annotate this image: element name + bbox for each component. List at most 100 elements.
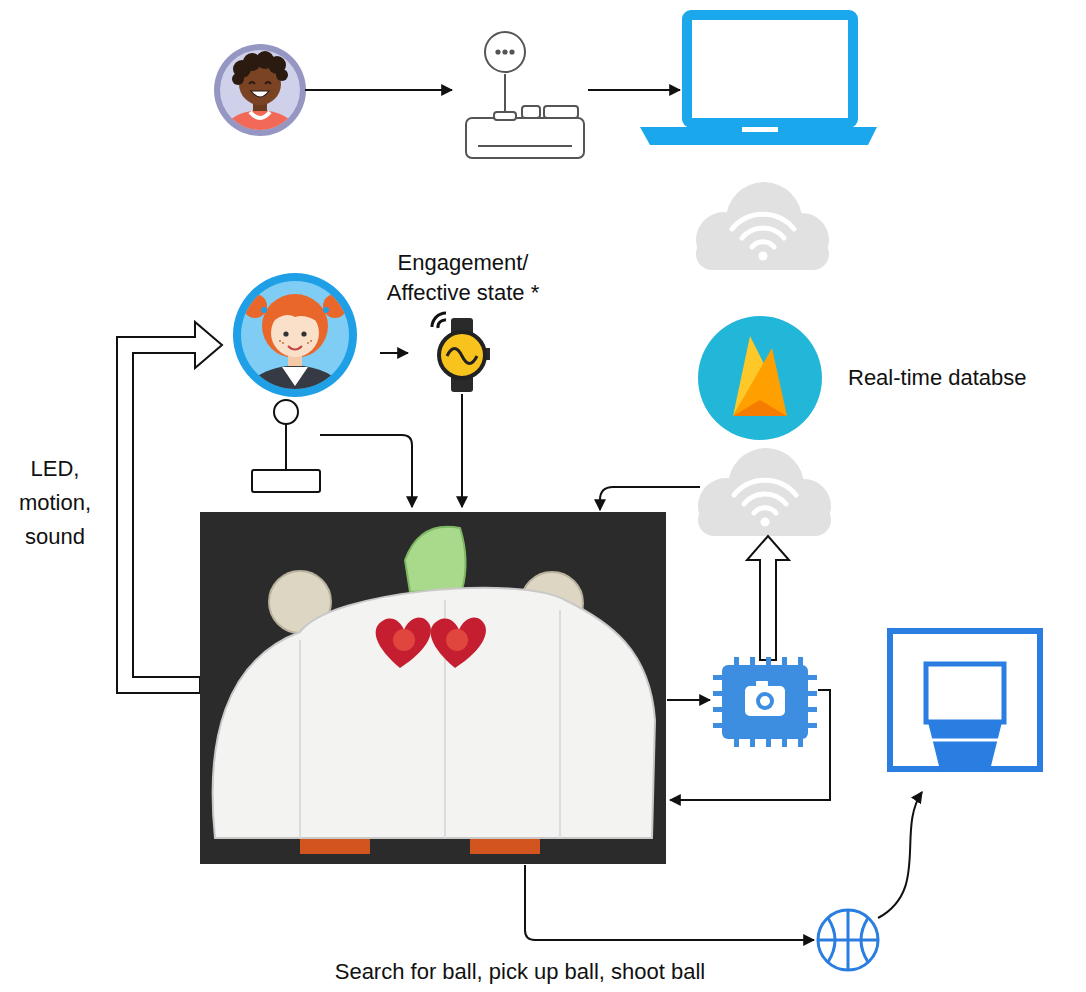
arrow-line — [670, 690, 830, 800]
joystick-icon — [503, 50, 506, 53]
smartwatch-icon — [438, 320, 446, 328]
girl-avatar — [262, 294, 328, 358]
arrow-line — [600, 487, 700, 510]
camera-chip-icon — [798, 657, 803, 666]
boy-avatar — [249, 82, 255, 84]
node-text: Engagement/ Affective state * — [363, 248, 563, 308]
robot-photo — [200, 512, 666, 864]
camera-chip-icon — [713, 707, 723, 712]
boy-avatar — [276, 69, 288, 81]
camera-chip-icon — [734, 738, 739, 747]
girl-avatar — [301, 331, 306, 336]
girl-avatar — [279, 340, 281, 342]
robot-photo — [446, 629, 468, 651]
joystick-icon — [496, 50, 499, 53]
database-node: Real-time databse — [698, 316, 1082, 440]
arrow-line — [878, 792, 922, 918]
basketball-icon — [818, 910, 878, 970]
girl-avatar — [233, 273, 357, 400]
camera-chip-icon — [782, 657, 787, 666]
laptop-icon — [687, 15, 853, 123]
camera-chip-icon — [722, 665, 808, 739]
basketball-icon — [847, 910, 850, 970]
camera-chip-icon — [713, 723, 723, 728]
girl-avatar — [241, 281, 349, 389]
girl-avatar — [270, 301, 321, 324]
smartwatch-icon — [447, 349, 477, 364]
arrow-label: LED, motion, sound — [8, 452, 102, 554]
boy-avatar — [232, 73, 244, 85]
camera-chip-icon — [766, 657, 771, 666]
arrow-line — [588, 89, 680, 91]
cloud-icon — [696, 182, 829, 270]
robot-photo — [213, 588, 655, 838]
girl-avatar — [242, 294, 348, 400]
joystick-icon — [478, 145, 572, 147]
girl-avatar — [261, 307, 267, 313]
camera-chip-icon — [807, 675, 817, 680]
camera-chip-icon — [756, 692, 774, 710]
camera-chip-icon — [760, 696, 770, 706]
joystick-icon — [522, 106, 540, 118]
boy-avatar — [250, 112, 270, 118]
boy-avatar — [251, 91, 269, 97]
laptop-icon — [640, 127, 877, 145]
icon-caption: Engagement/ Affective state * — [363, 248, 563, 308]
arrow-line — [305, 90, 680, 91]
joystick-icon — [274, 400, 298, 424]
joystick-icon — [510, 50, 513, 53]
firebase-icon — [733, 348, 787, 416]
robot-photo — [300, 600, 560, 838]
girl-avatar — [307, 342, 309, 344]
basketball-hoop-icon — [890, 631, 1040, 770]
girl-avatar — [310, 340, 312, 342]
basketball-hoop-icon — [890, 631, 1040, 769]
firebase-icon — [698, 316, 822, 440]
joystick-icon — [252, 470, 320, 492]
camera-chip-icon — [713, 675, 723, 680]
boy-avatar — [214, 44, 306, 140]
camera-chip-icon — [807, 723, 817, 728]
node-text: Real-time databse — [848, 364, 1082, 392]
girl-avatar — [282, 367, 308, 386]
camera-chip-icon — [756, 681, 768, 687]
robot-photo — [431, 618, 486, 668]
girl-avatar — [323, 294, 347, 318]
robot-photo — [200, 512, 666, 864]
arrow-line — [525, 865, 814, 940]
camera-chip-icon — [745, 686, 785, 716]
girl-avatar — [283, 331, 288, 336]
arrow-line — [461, 394, 463, 507]
basketball-icon — [861, 918, 868, 962]
robot-photo — [405, 527, 466, 592]
arrow-line — [667, 699, 710, 701]
basketball-hoop-icon — [928, 722, 1002, 770]
smartwatch-icon — [432, 313, 446, 327]
joystick-icon — [485, 32, 525, 72]
joystick-icon — [285, 424, 287, 470]
upload-arrow — [747, 536, 789, 660]
robot-photo — [393, 629, 415, 651]
laptop-icon — [640, 15, 877, 145]
camera-chip-icon — [713, 691, 723, 696]
basketball-hoop-icon — [932, 739, 998, 742]
girl-avatar — [233, 273, 357, 397]
basketball-hoop-icon — [926, 664, 1004, 722]
camera-chip-icon — [766, 738, 771, 747]
camera-chip-icon — [807, 691, 817, 696]
camera-chip-icon — [750, 738, 755, 747]
basketball-icon — [818, 910, 878, 970]
cloud-icon — [698, 448, 831, 536]
girl-avatar — [243, 294, 267, 318]
girl-avatar — [282, 342, 284, 344]
joystick-icon — [252, 400, 320, 492]
joystick-icon — [494, 112, 516, 120]
boy-avatar — [220, 110, 300, 140]
camera-chip-icon — [807, 707, 817, 712]
camera-chip-icon — [734, 657, 739, 666]
girl-avatar — [323, 307, 329, 313]
joystick-icon — [544, 106, 578, 118]
firebase-icon — [698, 316, 822, 440]
